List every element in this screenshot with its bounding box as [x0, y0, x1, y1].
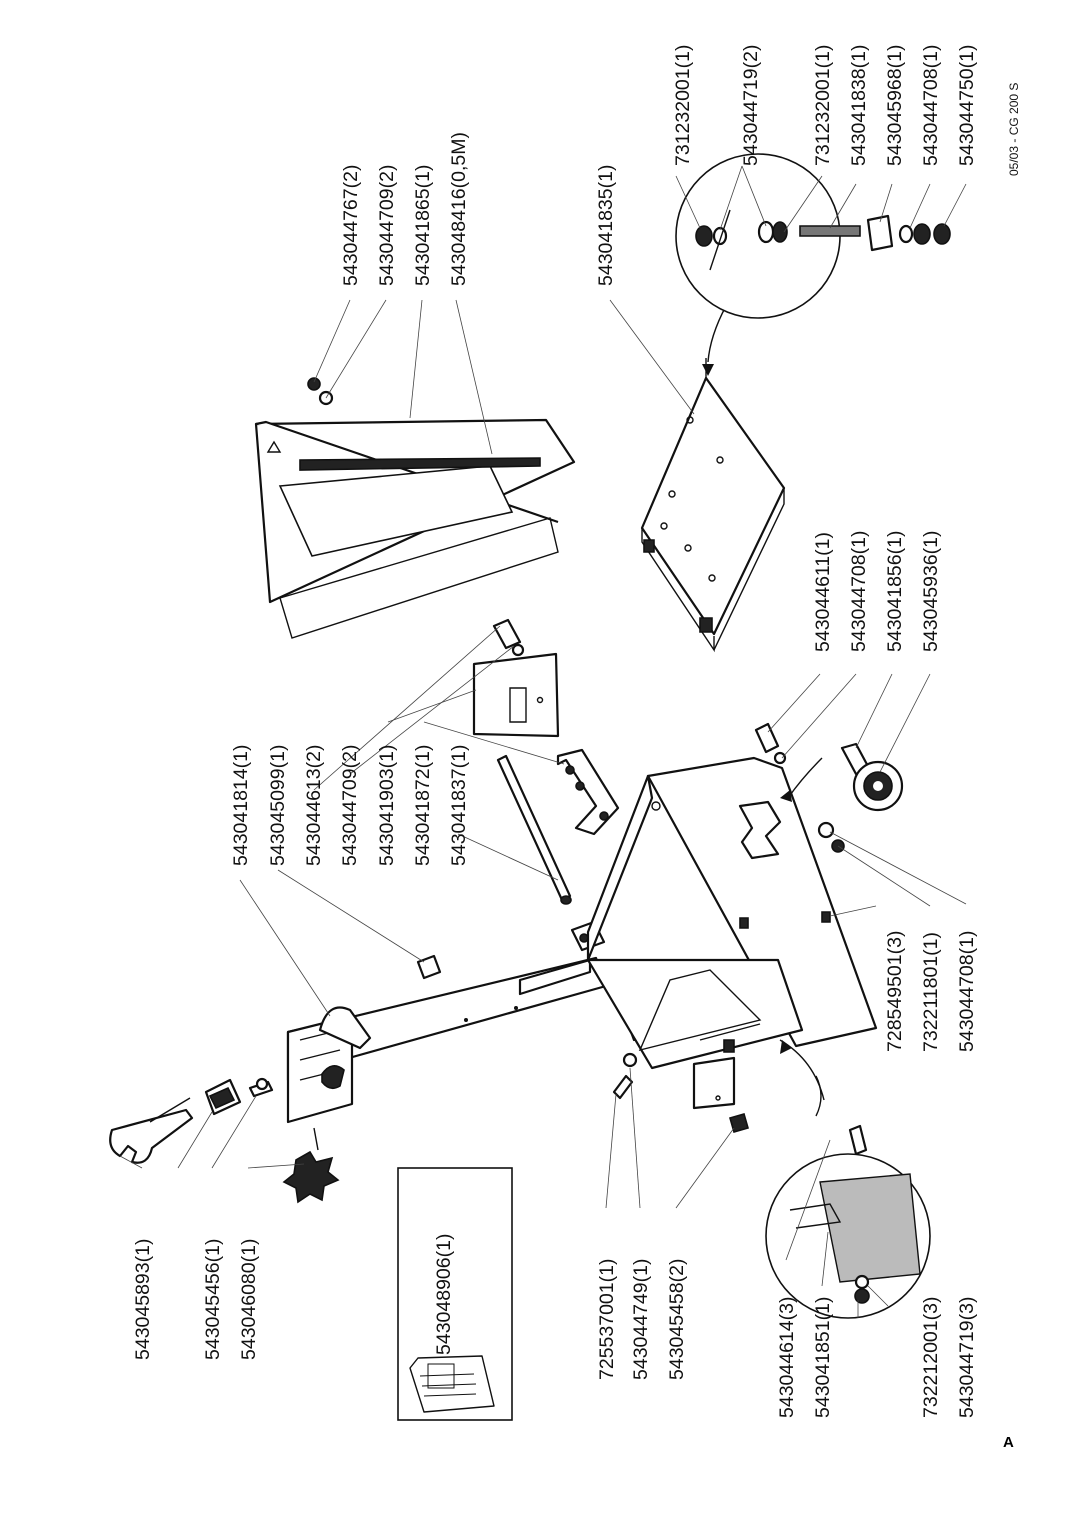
- label-button: 543045456(1): [202, 1239, 224, 1360]
- detail-circle-top: [675, 153, 951, 319]
- label-cap: 543045099(1): [267, 745, 289, 866]
- label-foot: 543045458(2): [666, 1259, 688, 1380]
- label-d2-washer: 543044719(2): [740, 45, 762, 166]
- label-base-plate: 543041835(1): [595, 165, 617, 286]
- label-detail-washer: 732212001(3): [920, 1297, 942, 1418]
- label-column: 543041814(1): [230, 745, 252, 866]
- column-part: [286, 956, 608, 1124]
- wheel-part: [780, 742, 904, 812]
- label-spanner: 543045893(1): [132, 1239, 154, 1360]
- label-manual: 543048906(1): [433, 1234, 455, 1355]
- page-letter: A: [1003, 1434, 1014, 1451]
- base-studs: [723, 911, 831, 1053]
- label-wheel-bush: 543041856(1): [884, 531, 906, 652]
- label-washer-base: 732211801(1): [920, 932, 942, 1052]
- button-part: [204, 1078, 242, 1116]
- label-wheel-bolt: 543044611(1): [812, 532, 834, 652]
- cap-part: [416, 954, 442, 980]
- label-plate: 543041903(1): [376, 745, 398, 866]
- detail-circle-bottom: [765, 1039, 931, 1319]
- wheel-bracket: [738, 800, 782, 860]
- manual-booklet-icon: [409, 1355, 495, 1413]
- label-cover-nut: 543044767(2): [340, 165, 362, 286]
- manual-box: [397, 1167, 513, 1421]
- label-bracket: 543041872(1): [412, 745, 434, 866]
- label-cover: 543041865(1): [412, 165, 434, 286]
- label-knob: 543046080(1): [238, 1239, 260, 1360]
- bracket-part: [556, 748, 620, 836]
- part-labels: 543045893(1) 543045456(1) 543046080(1) 5…: [132, 45, 1021, 1451]
- label-bolt-plate: 543044613(2): [303, 745, 325, 866]
- label-wheel-nut: 543044708(1): [848, 531, 870, 652]
- spanner-part: [109, 1097, 194, 1164]
- label-washer-left: 543044749(1): [630, 1259, 652, 1380]
- left-screw: [612, 1052, 749, 1133]
- label-nut-base: 543044708(1): [956, 931, 978, 1052]
- leader-lines: [119, 165, 967, 1318]
- cover-part: [254, 418, 576, 639]
- label-detail-nut: 543044719(3): [956, 1297, 978, 1418]
- label-cover-strip: 543048416(0,5M): [448, 132, 470, 286]
- footer-code: 05/03 - CG 200 S: [1007, 83, 1021, 176]
- plate-part: [472, 652, 560, 738]
- wheel-bolt-part: [754, 722, 787, 765]
- label-d2-stud: 543041838(1): [848, 45, 870, 166]
- label-rod: 543041837(1): [448, 745, 470, 866]
- label-stud: 728549501(3): [884, 931, 906, 1052]
- label-wheel: 543045936(1): [920, 531, 942, 652]
- plate-bolt: [492, 618, 525, 657]
- label-detail-plate: 543041851(1): [812, 1297, 834, 1418]
- rod-part: [496, 754, 572, 905]
- base-plate-part: [640, 305, 786, 653]
- label-washer-plate: 543044709(2): [339, 745, 361, 866]
- cover-fasteners: [307, 377, 334, 406]
- label-screw-left: 725537001(1): [596, 1259, 618, 1380]
- label-d2-nut3: 543044750(1): [956, 45, 978, 166]
- label-d2-mount: 543045968(1): [884, 45, 906, 166]
- small-screw-part: [248, 1077, 274, 1098]
- label-detail-screw: 543044614(3): [776, 1297, 798, 1418]
- label-d2-nut2: 731232001(1): [812, 45, 834, 166]
- base-frame: [586, 756, 878, 1110]
- label-d2-nut1: 731232001(1): [672, 45, 694, 166]
- label-cover-washer: 543044709(2): [376, 165, 398, 286]
- label-d2-washer2: 543044708(1): [920, 45, 942, 166]
